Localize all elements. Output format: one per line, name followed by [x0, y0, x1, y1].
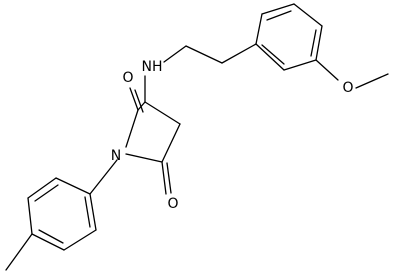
bond-ar3 [293, 3, 323, 27]
bond-tol-inner-2 [38, 229, 64, 244]
bond-ar4 [315, 25, 323, 61]
bond-ar-o [315, 59, 339, 81]
bond-tol-methyl [5, 233, 33, 271]
bond-o-ch3 [355, 73, 389, 89]
bond-tol5 [63, 229, 97, 251]
succinimide-ring [125, 87, 181, 195]
bond-ar1 [255, 13, 263, 45]
bond-tol2 [27, 177, 57, 199]
tolyl-ring [5, 159, 118, 271]
bond-c5-n [125, 153, 163, 163]
bond-ar6 [255, 43, 285, 71]
bond-tol1 [55, 177, 91, 195]
bond-c2-o [129, 87, 139, 111]
atom-label-o-carbonyl-top: O [122, 70, 133, 86]
atom-label-o-carbonyl-bottom: O [167, 196, 178, 212]
methoxyphenyl-ring [255, 3, 389, 89]
bond-ar-inner-1 [266, 10, 292, 21]
bond-tol3 [27, 197, 33, 235]
bond-ar5 [283, 59, 317, 71]
bond-ar-inner-3 [261, 44, 285, 65]
bond-n-c2 [125, 109, 139, 148]
bond-tol4 [31, 233, 65, 251]
atom-labels: NH N O O O [111, 59, 354, 212]
bond-nh-ch2 [163, 45, 187, 63]
bond-tol-inner-3 [84, 196, 91, 228]
amine-chain [144, 43, 257, 103]
bond-c2-o-double [134, 89, 144, 113]
bond-tol-inner-1 [34, 184, 59, 202]
atom-label-o-methoxy: O [342, 80, 353, 96]
bond-c3-c4 [144, 101, 181, 125]
bond-ch2-ch2 [185, 45, 223, 64]
atom-label-nh: NH [142, 59, 163, 75]
bond-n-aryl [89, 159, 118, 195]
bond-tol6 [89, 193, 97, 231]
bond-ar2 [261, 3, 295, 15]
bond-c4-c5 [161, 123, 181, 163]
bond-c5-o-double [166, 162, 172, 194]
bond-ch2-aryl [221, 43, 257, 64]
bond-ar-inner-2 [310, 29, 317, 57]
atom-label-n: N [111, 148, 121, 164]
bond-c5-o [161, 161, 167, 195]
